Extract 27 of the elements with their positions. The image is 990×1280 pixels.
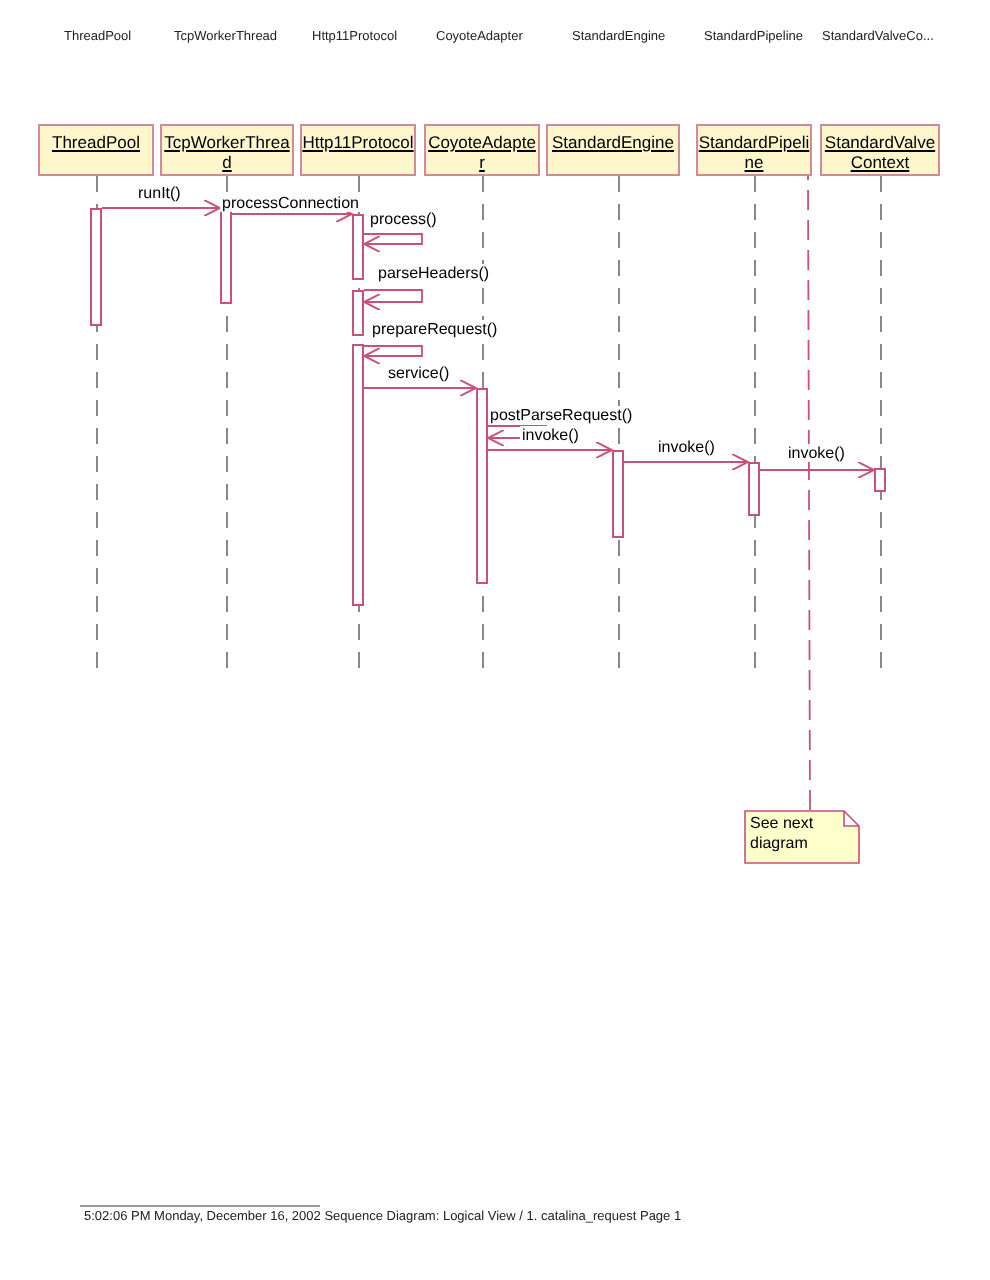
note-anchor-line	[807, 175, 811, 811]
message-arrow	[623, 453, 749, 471]
object-box: StandardValveContext	[820, 124, 940, 176]
object-box: ThreadPool	[38, 124, 154, 176]
object-box: StandardEngine	[546, 124, 680, 176]
note: See next diagram	[744, 810, 860, 864]
message-label: invoke()	[786, 444, 847, 462]
message-label: invoke()	[520, 426, 581, 444]
object-box: StandardPipeline	[696, 124, 812, 176]
self-message-arrow	[363, 233, 423, 253]
message-label: postParseRequest()	[488, 406, 635, 424]
message-label: processConnection	[220, 194, 361, 212]
message-label: prepareRequest()	[370, 320, 500, 338]
message-label: service()	[386, 364, 452, 382]
self-message-arrow	[363, 345, 423, 365]
object-box: CoyoteAdapter	[424, 124, 540, 176]
message-arrow	[363, 379, 477, 397]
message-label: invoke()	[656, 438, 717, 456]
message-arrow	[487, 441, 613, 459]
object-box: TcpWorkerThread	[160, 124, 294, 176]
message-arrow	[759, 461, 875, 479]
object-box: Http11Protocol	[300, 124, 416, 176]
message-arrow	[101, 199, 221, 217]
message-label: process()	[368, 210, 439, 228]
message-label: parseHeaders()	[376, 264, 492, 282]
message-label: runIt()	[136, 184, 183, 202]
self-message-arrow	[363, 289, 423, 311]
